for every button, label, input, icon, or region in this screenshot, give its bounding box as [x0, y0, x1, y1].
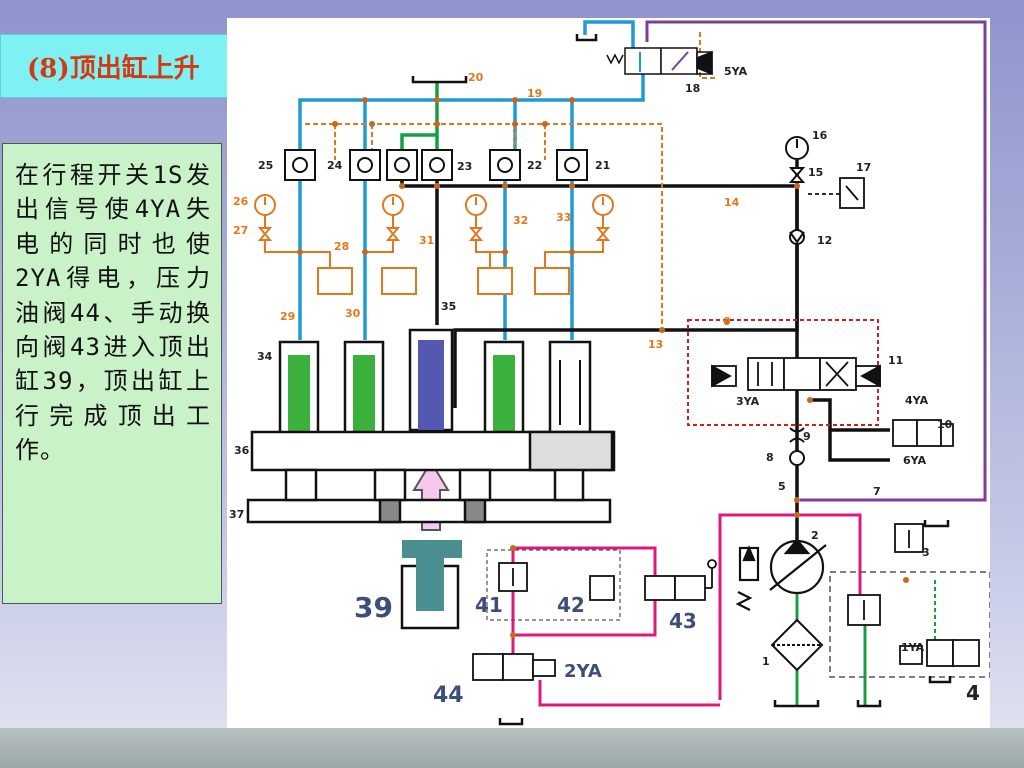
label-2ya: 2YA [564, 661, 602, 682]
label-17: 17 [856, 161, 871, 174]
junction-dots [297, 97, 909, 638]
bottom-band [0, 728, 1024, 768]
label-zero: 0 [723, 315, 731, 328]
main-valve-11 [711, 357, 881, 391]
label-28: 28 [334, 240, 349, 253]
purple-return-line [645, 20, 987, 502]
label-42: 42 [557, 593, 585, 617]
pump-2 [735, 538, 827, 611]
label-29: 29 [280, 310, 295, 323]
label-4: 4 [966, 681, 980, 705]
label-27: 27 [233, 224, 248, 237]
label-24: 24 [327, 159, 343, 172]
label-35: 35 [441, 300, 456, 313]
check-valves-row [284, 149, 588, 181]
main-cylinders [278, 328, 592, 436]
label-20: 20 [468, 71, 484, 84]
label-5ya: 5YA [724, 65, 748, 78]
tank-symbols [411, 34, 952, 726]
label-11: 11 [888, 354, 903, 367]
label-30: 30 [345, 307, 361, 320]
ejector-control-valves [472, 559, 717, 681]
label-1: 1 [762, 655, 770, 668]
label-33: 33 [556, 211, 571, 224]
valve-18-5ya [606, 47, 713, 76]
label-9: 9 [803, 430, 811, 443]
hydraulic-diagram-panel: 20 19 14 26 27 28 31 32 33 29 30 13 0 5Y… [227, 18, 991, 728]
label-31: 31 [419, 234, 434, 247]
label-2: 2 [811, 529, 819, 542]
press-body-36-37 [246, 430, 616, 524]
label-41: 41 [475, 593, 503, 617]
ejector-cylinder-39 [400, 540, 462, 630]
label-32: 32 [513, 214, 528, 227]
label-14: 14 [724, 196, 740, 209]
slide-title: (8)顶出缸上升 [0, 34, 256, 98]
label-6ya: 6YA [903, 454, 927, 467]
filter-1 [770, 618, 824, 672]
pressure-switch-17 [808, 177, 865, 209]
label-26: 26 [233, 195, 249, 208]
label-12: 12 [817, 234, 832, 247]
label-36: 36 [234, 444, 250, 457]
label-15: 15 [808, 166, 823, 179]
gauge-16 [785, 136, 809, 183]
label-1ya: 1YA [901, 641, 925, 654]
valve-41-42-dashed-box [486, 549, 621, 621]
label-44: 44 [433, 683, 464, 708]
main-valve-dashed-box [687, 319, 879, 426]
label-7: 7 [873, 485, 881, 498]
label-8: 8 [766, 451, 774, 464]
valve-10-6ya [892, 419, 954, 447]
relief-group-3-4 [847, 523, 980, 667]
pressure-gauges [254, 194, 614, 241]
check-valve-12 [789, 229, 805, 245]
label-43: 43 [669, 609, 697, 633]
relief-valves-row [317, 267, 570, 295]
label-3ya: 3YA [736, 395, 760, 408]
orange-pilot-lines [305, 32, 715, 330]
description-text: 在行程开关1S发出信号使4YA失电的同时也使2YA得电，压力油阀44、手动换向阀… [2, 143, 222, 604]
label-25: 25 [258, 159, 273, 172]
label-37: 37 [229, 508, 244, 521]
throttle-and-check [789, 427, 805, 466]
label-18: 18 [685, 82, 700, 95]
label-10: 10 [937, 418, 953, 431]
label-22: 22 [527, 159, 542, 172]
label-39: 39 [354, 591, 393, 624]
label-4ya: 4YA [905, 394, 929, 407]
label-19: 19 [527, 87, 542, 100]
label-13: 13 [648, 338, 663, 351]
label-3: 3 [922, 546, 930, 559]
hydraulic-circuit-diagram: 20 19 14 26 27 28 31 32 33 29 30 13 0 5Y… [227, 18, 991, 728]
label-23: 23 [457, 160, 472, 173]
label-34: 34 [257, 350, 273, 363]
label-21: 21 [595, 159, 610, 172]
label-5: 5 [778, 480, 786, 493]
blue-oil-lines [298, 20, 645, 340]
label-16: 16 [812, 129, 828, 142]
